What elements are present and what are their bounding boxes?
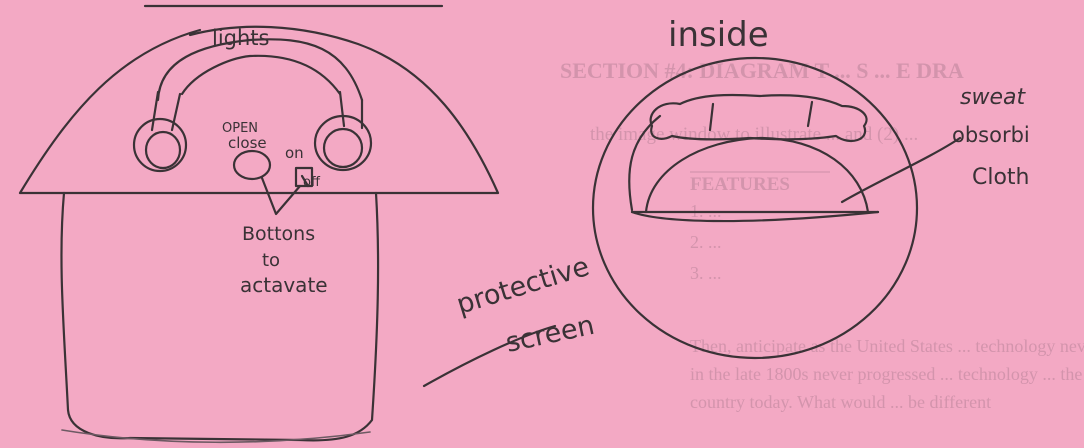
bg-line-7: in the late 1800s never progressed ... t… [690, 364, 1082, 384]
right-light-arm [340, 92, 362, 128]
bg-line-5: 3. ... [690, 263, 722, 283]
label-screen: screen [503, 310, 597, 359]
helmet-brim-outline [20, 27, 498, 193]
label-on: on [285, 144, 304, 162]
buttons-pointer [262, 178, 300, 214]
bg-line-2: FEATURES [690, 174, 790, 195]
label-cloth: Cloth [972, 165, 1030, 190]
label-off: off [303, 175, 321, 190]
label-absorbing: obsorbi [952, 123, 1030, 147]
label-sweat: sweat [960, 85, 1026, 110]
label-actavate: actavate [240, 273, 328, 297]
sweat-pointer-line [842, 138, 960, 202]
bg-line-8: country today. What would ... be differe… [690, 392, 991, 412]
label-buttons: Bottons [242, 223, 315, 245]
label-to: to [262, 250, 280, 271]
label-protective: protective [453, 251, 593, 321]
helmet-sketch: lights OPEN close on off Bottons to acta… [20, 6, 498, 442]
open-close-button [234, 151, 270, 179]
label-close: close [228, 134, 267, 152]
bg-line-6: Then, anticipate as the United States ..… [690, 336, 1084, 356]
background-print: SECTION #4: DIAGRAM T ... S ... E DRA th… [560, 58, 1084, 412]
left-light [134, 119, 186, 171]
bg-line-4: 2. ... [690, 232, 722, 252]
label-inside: inside [668, 15, 769, 55]
label-lights: lights [212, 26, 269, 50]
bg-heading: SECTION #4: DIAGRAM T ... S ... E DRA [560, 58, 964, 83]
helmet-body-outline [61, 193, 378, 440]
